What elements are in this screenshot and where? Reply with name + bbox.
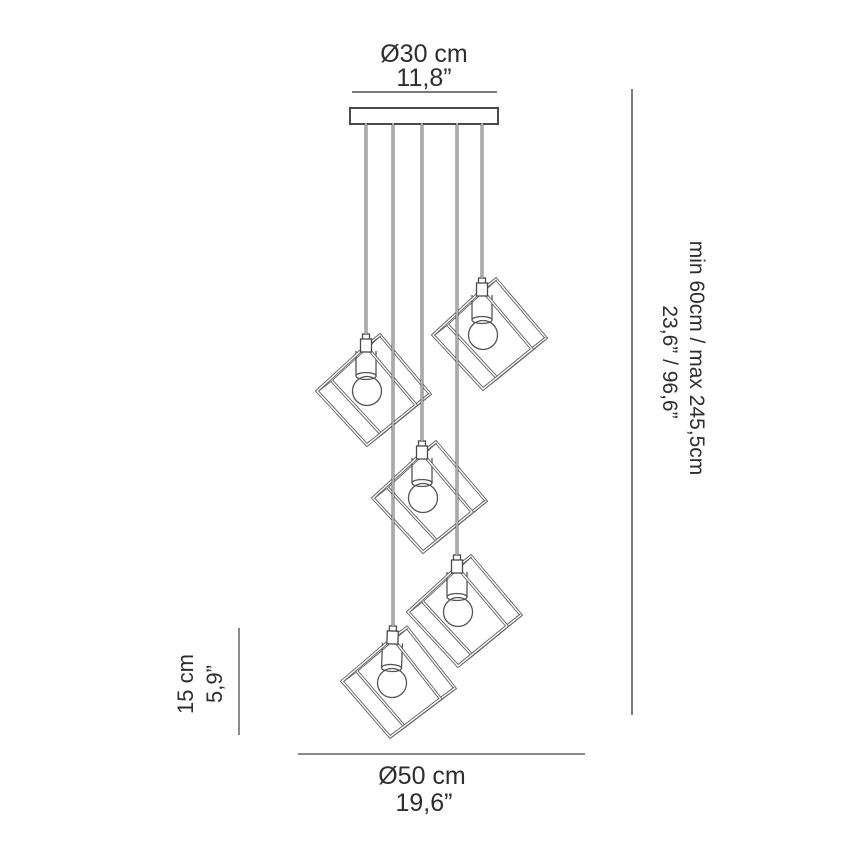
label-bottom-inch: 19,6” [396, 789, 453, 817]
cords [364, 123, 484, 626]
label-bottom-cm: Ø50 cm [378, 762, 466, 790]
label-top-inch: 11,8” [396, 64, 451, 92]
label-top-cm: Ø30 cm [380, 40, 468, 68]
label-left-inch: 5,9” [202, 665, 227, 703]
pendant-light-2 [315, 332, 432, 447]
pendant-light-5 [338, 622, 459, 741]
ceiling-canopy [349, 107, 499, 125]
label-left-cm: 15 cm [173, 654, 198, 714]
label-right-inch: 23,6” / 96,6” [658, 305, 681, 418]
pendant-lights [315, 276, 548, 741]
pendant-light-3 [371, 439, 488, 554]
pendant-light-1 [431, 276, 548, 391]
label-right-cm: min 60cm / max 245,5cm [685, 241, 708, 476]
